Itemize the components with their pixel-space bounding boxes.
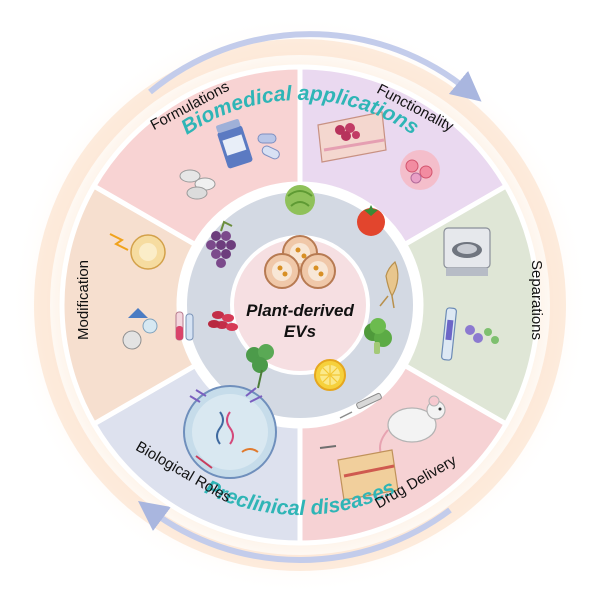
- mouse-icon: [379, 395, 446, 457]
- segment-label-modification: Modification: [75, 260, 92, 340]
- skin-tissue-icon: [317, 111, 387, 163]
- ginseng-root-icon: [379, 261, 399, 309]
- pill-bottle-icon: [216, 119, 253, 169]
- center-title-line1: Plant-derived: [246, 301, 354, 320]
- test-tubes-icon: [175, 311, 194, 341]
- segments-group: [59, 64, 541, 546]
- grapes-icon: [206, 220, 236, 268]
- top-flow-arrow: [148, 31, 482, 102]
- bottom-flow-arrow: [137, 501, 452, 563]
- center-title-line2: EVs: [284, 322, 316, 341]
- cell-icon: [183, 385, 277, 479]
- lemon-icon: [314, 359, 346, 391]
- modified-vesicle-icon: [109, 233, 166, 350]
- tomato-icon: [357, 205, 385, 236]
- red-beans-icon: [208, 311, 238, 331]
- skin-wound-icon: [319, 445, 399, 501]
- cell-fluorescence-icon: [400, 150, 440, 190]
- broccoli-icon: [364, 318, 392, 354]
- clover-icon: [246, 344, 274, 389]
- syringe-icon: [339, 392, 382, 419]
- segment-label-separations: Separations: [528, 260, 545, 340]
- dna-strand-icon: [189, 387, 263, 469]
- cabbage-icon: [285, 185, 315, 215]
- centrifuge-icon: [443, 227, 491, 276]
- chromatography-column-icon: [441, 307, 499, 361]
- vesicle-cluster-icon: [264, 235, 336, 289]
- capsules-icon: [257, 133, 280, 160]
- tablets-icon: [179, 169, 216, 200]
